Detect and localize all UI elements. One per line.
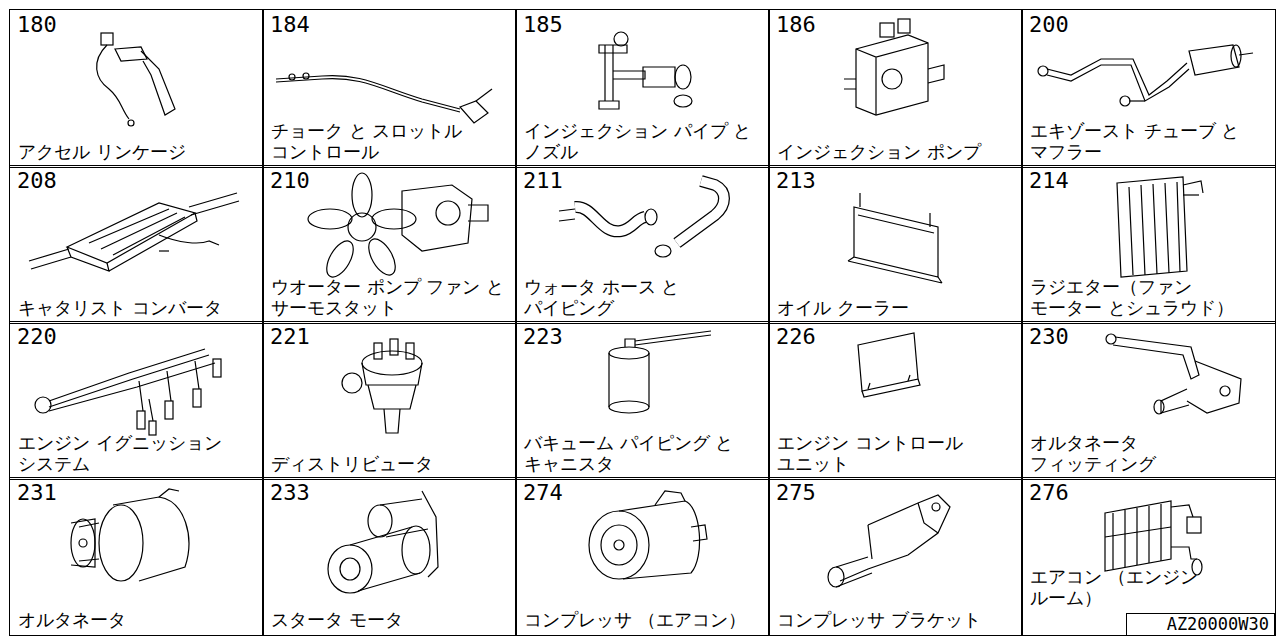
drawing-code: AZ20000W30: [1127, 614, 1274, 634]
cable-figure: [276, 73, 492, 123]
ac-core-figure: [1105, 501, 1202, 575]
part-cell: 226 エンジン コントロール ユニット: [768, 321, 1023, 480]
part-name: インジェクション ポンプ: [777, 141, 981, 163]
part-cell: 230 オルタネータ フィッティング: [1021, 321, 1276, 480]
callout-number: 214: [1029, 169, 1069, 193]
part-name: ラジエター（ファン モーター とシュラウド）: [1030, 276, 1268, 319]
part-name: オルタネータ フィッティング: [1030, 432, 1268, 475]
water-pump-fan-figure: [308, 173, 488, 281]
canister-figure: [609, 331, 711, 413]
bracket-figure: [1106, 334, 1241, 414]
part-cell: 180 アクセル リンケージ: [9, 9, 264, 168]
compressor-figure: [589, 491, 707, 579]
part-name: コンプレッサ ブラケット: [777, 609, 981, 631]
drawing-code-box: AZ20000W30: [1126, 613, 1275, 636]
distributor-figure: [342, 339, 422, 433]
part-cell: 213 オイル クーラー: [768, 165, 1023, 324]
callout-number: 274: [523, 481, 563, 505]
part-cell: 221 ディストリビュータ: [262, 321, 517, 480]
part-name: キャタリスト コンバータ: [18, 297, 222, 319]
callout-number: 223: [523, 325, 563, 349]
alternator-figure: [71, 489, 189, 581]
part-name: コンプレッサ （エアコン）: [524, 609, 746, 631]
injection-pipe-figure: [599, 32, 692, 109]
accel-linkage-figure: [97, 33, 175, 126]
callout-number: 200: [1029, 13, 1069, 37]
part-name: チョーク と スロットル コントロール: [271, 120, 509, 163]
part-name: インジェクション パイプ と ノズル: [524, 120, 762, 163]
callout-number: 221: [270, 325, 310, 349]
part-name: エンジン イグニッション システム: [18, 432, 256, 475]
callout-number: 230: [1029, 325, 1069, 349]
exhaust-figure: [1038, 45, 1253, 106]
radiator-figure: [1117, 177, 1203, 277]
ignition-wires-figure: [35, 349, 221, 435]
water-hose-figure: [559, 181, 724, 257]
part-name: オイル クーラー: [777, 297, 909, 319]
callout-number: 208: [17, 169, 57, 193]
part-name: ディストリビュータ: [271, 453, 433, 475]
part-cell: 208 キャタリスト コンバータ: [9, 165, 264, 324]
part-cell: 211 ウォータ ホース と パイピング: [515, 165, 770, 324]
part-cell: 233 スタータ モータ: [262, 477, 517, 636]
part-cell: 274 コンプレッサ （エアコン）: [515, 477, 770, 636]
callout-number: 185: [523, 13, 563, 37]
ecu-figure: [858, 333, 920, 397]
part-name: アクセル リンケージ: [18, 141, 186, 163]
part-name: スタータ モータ: [271, 609, 403, 631]
part-cell: 184 チョーク と スロットル コントロール: [262, 9, 517, 168]
callout-number: 275: [776, 481, 816, 505]
part-cell: 275 コンプレッサ ブラケット: [768, 477, 1023, 636]
part-name: エアコン （エンジン ルーム）: [1030, 566, 1268, 609]
part-name: エキゾースト チューブ と マフラー: [1030, 120, 1268, 163]
oil-cooler-figure: [848, 193, 942, 283]
compressor-bracket-figure: [828, 495, 950, 587]
part-cell: 214 ラジエター（ファン モーター とシュラウド）: [1021, 165, 1276, 324]
part-name: ウオーター ポンプ ファン と サーモスタット: [271, 276, 509, 319]
catalyst-figure: [29, 193, 239, 271]
callout-number: 220: [17, 325, 57, 349]
part-cell: 186 インジェクション ポンプ: [768, 9, 1023, 168]
injection-pump-figure: [844, 19, 944, 115]
part-cell: 231 オルタネータ: [9, 477, 264, 636]
callout-number: 226: [776, 325, 816, 349]
part-cell: 223 バキューム パイピング と キャニスタ: [515, 321, 770, 480]
callout-number: 210: [270, 169, 310, 193]
part-name: バキューム パイピング と キャニスタ: [524, 432, 762, 475]
callout-number: 186: [776, 13, 816, 37]
starter-figure: [328, 491, 438, 593]
callout-number: 276: [1029, 481, 1069, 505]
callout-number: 233: [270, 481, 310, 505]
part-cell: 185 インジェクション パイプ と ノズル: [515, 9, 770, 168]
callout-number: 231: [17, 481, 57, 505]
part-cell: 220 エンジン イグニッション システム: [9, 321, 264, 480]
part-cell: 200 エキゾースト チューブ と マフラー: [1021, 9, 1276, 168]
part-name: オルタネータ: [18, 609, 126, 631]
part-name: エンジン コントロール ユニット: [777, 432, 1015, 475]
callout-number: 213: [776, 169, 816, 193]
callout-number: 211: [523, 169, 563, 193]
part-name: ウォータ ホース と パイピング: [524, 276, 762, 319]
callout-number: 184: [270, 13, 310, 37]
callout-number: 180: [17, 13, 57, 37]
part-cell: 210 ウオーター ポンプ ファン と サーモスタット: [262, 165, 517, 324]
